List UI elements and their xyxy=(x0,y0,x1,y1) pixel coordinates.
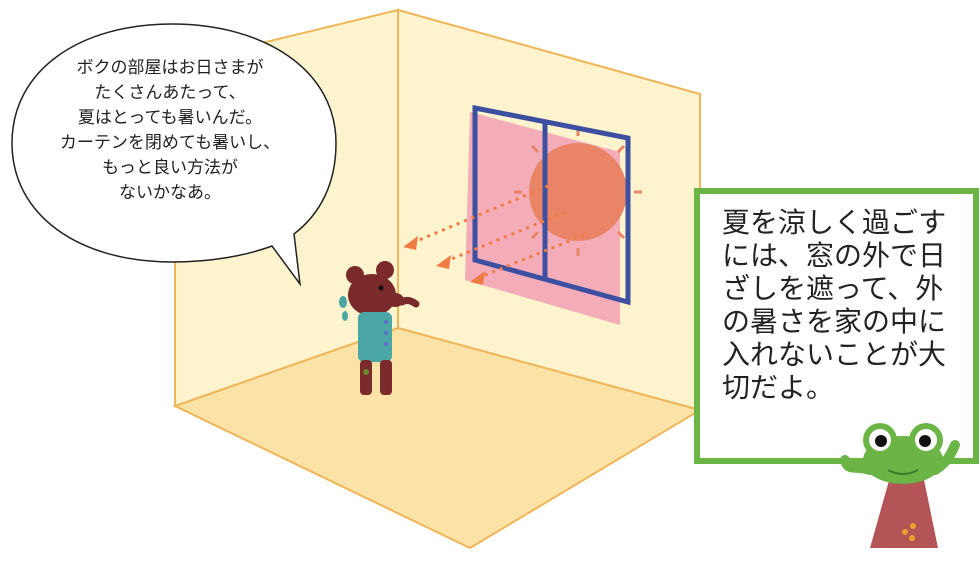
note-line: 入れないことが大 xyxy=(722,338,947,371)
note-line: 切だよ。 xyxy=(722,371,835,404)
speech-bubble xyxy=(11,23,337,287)
speech-line: 夏はとっても暑いんだ。 xyxy=(77,108,263,128)
speech-line: ボクの部屋はお日さまが xyxy=(76,58,264,78)
advice-note-text: 夏を涼しく過ごす には、窓の外で日 ざしを遮って、外 の暑さを家の中に 入れない… xyxy=(722,206,972,404)
note-line: ざしを遮って、外 xyxy=(722,272,944,305)
bear-character xyxy=(339,261,420,395)
speech-bubble-text: ボクの部屋はお日さまが たくさんあたって、 夏はとっても暑いんだ。 カーテンを閉… xyxy=(10,56,330,206)
sun-rays xyxy=(411,184,585,280)
speech-line: カーテンを閉めても暑いし、 xyxy=(59,133,281,153)
speech-line: もっと良い方法が xyxy=(102,158,238,178)
speech-line: たくさんあたって、 xyxy=(94,83,246,103)
note-line: 夏を涼しく過ごす xyxy=(722,206,947,239)
sun-icon xyxy=(514,128,642,256)
note-line: には、窓の外で日 xyxy=(722,239,947,272)
advice-note-box xyxy=(694,188,979,464)
frog-character xyxy=(840,423,960,548)
window-frame xyxy=(472,104,631,306)
speech-line: ないかなあ。 xyxy=(119,183,221,203)
note-line: の暑さを家の中に xyxy=(722,305,947,338)
